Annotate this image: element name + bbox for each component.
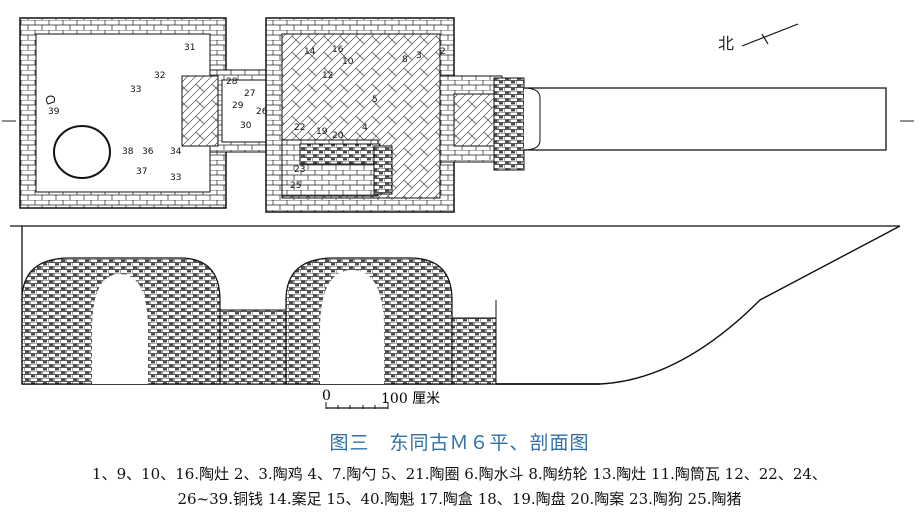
plan-label: 16 xyxy=(332,45,344,55)
ramp-slope xyxy=(496,225,901,385)
plan-label: 27 xyxy=(244,89,255,99)
plan-label: 20 xyxy=(332,131,344,141)
plan-label: 28 xyxy=(226,77,238,87)
plan-label: 37 xyxy=(136,167,147,177)
tomb-drawing: 31 32 33 39 38 36 34 37 33 28 29 27 26 3… xyxy=(2,17,914,385)
plan-labels: 31 32 33 39 38 36 34 37 33 28 29 27 26 3… xyxy=(48,43,446,191)
plan-label: 14 xyxy=(304,47,316,57)
entrance-wall xyxy=(451,317,497,385)
plan-view xyxy=(19,17,887,213)
plan-label: 30 xyxy=(240,121,252,131)
plan-label: 31 xyxy=(184,43,195,53)
plan-label: 22 xyxy=(294,123,305,133)
plan-label: 2 xyxy=(440,47,446,57)
plan-label: 19 xyxy=(316,127,328,137)
plan-label: 4 xyxy=(362,123,368,133)
rear-passage-floor xyxy=(221,79,267,143)
scale-bar: 0 100 厘米 xyxy=(318,388,458,414)
ramp-passage xyxy=(524,87,887,151)
section-view xyxy=(10,225,901,385)
connecting-wall xyxy=(219,309,287,385)
ramp-step xyxy=(523,87,541,151)
plan-label: 33 xyxy=(170,173,181,183)
scale-end: 100 厘米 xyxy=(381,391,441,407)
plan-label: 26 xyxy=(256,107,268,117)
plan-label: 25 xyxy=(290,181,301,191)
corridor-paving xyxy=(453,93,495,147)
north-label: 北 xyxy=(718,34,735,53)
figure-title: 图三 东同古Ｍ６平、剖面图 xyxy=(329,432,590,454)
plan-label: 3 xyxy=(416,51,422,61)
front-vault-opening xyxy=(320,270,384,384)
figure-legend-line-1: 1、9、10、16.陶灶 2、3.陶鸡 4、7.陶勺 5、21.陶圈 6.陶水斗… xyxy=(92,465,827,483)
rear-vault-opening xyxy=(92,274,148,384)
north-arrow-tick xyxy=(761,33,769,45)
plan-label: 23 xyxy=(294,165,305,175)
plan-label: 38 xyxy=(122,147,134,157)
scale-zero: 0 xyxy=(322,388,331,404)
north-arrow xyxy=(741,23,799,47)
object-table xyxy=(299,143,381,165)
plan-label: 33 xyxy=(130,85,141,95)
pit-circle xyxy=(53,125,111,179)
plan-label: 39 xyxy=(48,107,60,117)
plan-label: 12 xyxy=(322,71,333,81)
plan-label: 10 xyxy=(342,57,354,67)
plan-label: 5 xyxy=(372,95,378,105)
plan-label: 36 xyxy=(142,147,154,157)
plan-label: 34 xyxy=(170,147,182,157)
scale-ticks xyxy=(325,402,389,409)
object-39 xyxy=(45,95,55,105)
seal-wall xyxy=(493,77,525,171)
plan-label: 8 xyxy=(402,55,408,65)
object-bench xyxy=(373,145,393,195)
figure-legend-line-2: 26~39.铜钱 14.案足 15、40.陶魁 17.陶盒 18、19.陶盘 2… xyxy=(177,490,742,508)
plan-label: 32 xyxy=(154,71,165,81)
plan-label: 29 xyxy=(232,101,244,111)
rear-passage-paving xyxy=(181,75,219,147)
